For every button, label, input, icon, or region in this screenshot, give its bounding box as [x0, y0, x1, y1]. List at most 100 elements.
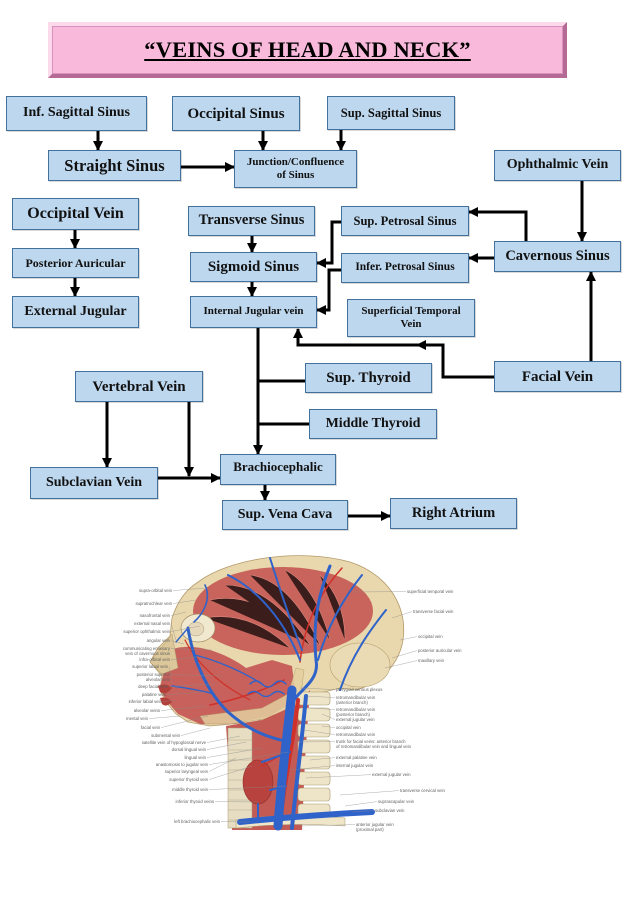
- illustration-label: middle thyroid vein: [172, 787, 208, 792]
- label-leader-line: [170, 656, 197, 660]
- illustration-label-line: anastomosis to jugular vein: [156, 762, 209, 767]
- label-leader-line: [180, 727, 211, 736]
- illustration-label: retromandibular vein(anterior branch): [336, 695, 376, 705]
- label-leader-line: [170, 625, 201, 632]
- label-leader-line: [208, 765, 253, 780]
- label-leader-line: [162, 699, 176, 702]
- node-label: Occipital Sinus: [187, 105, 285, 122]
- node-label: Cavernous Sinus: [505, 247, 610, 264]
- mastoid-region: [329, 642, 391, 688]
- illustration-label: retromandibular vein: [336, 732, 376, 737]
- illustration-label: anastomosis to jugular vein: [156, 762, 209, 767]
- node-sup-sagittal-sinus: Sup. Sagittal Sinus: [327, 96, 455, 130]
- node-label: Straight Sinus: [64, 155, 165, 175]
- illustration-label-line: external nasal vein: [134, 621, 170, 626]
- node-cavernous-sinus: Cavernous Sinus: [494, 241, 621, 272]
- node-label: Right Atrium: [411, 504, 496, 521]
- label-leader-line: [206, 741, 247, 750]
- label-leader-line: [351, 810, 375, 813]
- illustration-label: alveolar veins: [134, 708, 160, 713]
- illustration-label-line: lingual vein: [185, 755, 207, 760]
- illustration-label-line: of retromandibular vein and lingual vein: [336, 744, 412, 749]
- arrow-infer-petrosal-to-internal-jugular: [316, 268, 341, 315]
- label-leader-line: [303, 729, 336, 735]
- illustration-label-line: suprascapular vein: [378, 799, 415, 804]
- label-leader-line: [305, 774, 372, 779]
- illustration-label: superior laryngeal vein: [165, 769, 209, 774]
- illustration-label-line: posterior superior: [137, 672, 171, 677]
- illustration-label-line: (anterior branch): [336, 700, 368, 705]
- illustration-label: dorsal lingual vein: [172, 747, 207, 752]
- illustration-label: subclavian vein: [375, 808, 405, 813]
- node-infer-petrosal-sinus: Infer. Petrosal Sinus: [341, 253, 469, 283]
- thyroid-gland: [242, 759, 274, 805]
- illustration-label-line: deep facial vein: [138, 684, 168, 689]
- node-label: Sup. Vena Cava: [237, 506, 333, 522]
- label-leader-line: [384, 660, 418, 669]
- illustration-label: nasofrontal vein: [140, 613, 171, 618]
- node-vertebral-vein: Vertebral Vein: [75, 371, 203, 402]
- illustration-label-line: trunk for facial veins: anterior branch: [336, 739, 406, 744]
- label-leader-line: [170, 648, 213, 651]
- cervical-vertebrae: [297, 691, 331, 818]
- label-leader-line: [206, 735, 241, 743]
- node-label: Sup. Sagittal Sinus: [340, 105, 442, 120]
- label-leader-line: [391, 650, 418, 659]
- illustration-label: angular vein: [147, 638, 171, 643]
- flow-arrows: [70, 130, 596, 521]
- illustration-label-line: mental vein: [126, 716, 149, 721]
- facial-muscles: [160, 646, 296, 724]
- node-label-line-1: Junction/Confluence: [246, 155, 345, 168]
- illustration-label-line: inferior labial vein: [129, 699, 163, 704]
- node-label: External Jugular: [24, 303, 127, 319]
- node-straight-sinus: Straight Sinus: [48, 150, 181, 181]
- node-label: Subclavian Vein: [45, 474, 143, 490]
- label-leader-line: [206, 747, 263, 758]
- label-leader-line: [344, 801, 378, 807]
- illustration-label: superior ophthalmic vein: [123, 629, 170, 634]
- illustration-label: posterior auricular vein: [418, 648, 462, 653]
- label-leader-line: [170, 640, 185, 645]
- label-leader-line: [321, 725, 336, 728]
- label-leader-line: [309, 707, 336, 710]
- illustration-label: external nasal vein: [134, 621, 170, 626]
- illustration-label: mental vein: [126, 716, 149, 721]
- illustration-label: suprascapular vein: [378, 799, 415, 804]
- veins: [171, 557, 387, 831]
- illustration-label-line: alveolar veins: [134, 708, 160, 713]
- label-leader-line: [160, 705, 206, 711]
- illustration-label-line: supra-orbital vein: [139, 588, 173, 593]
- node-label: Internal Jugular vein: [203, 305, 304, 318]
- illustration-label-line: posterior auricular vein: [418, 648, 462, 653]
- illustration-label-line: (posterior branch): [336, 712, 370, 717]
- illustration-label-line: submental vein: [151, 733, 181, 738]
- illustration-label: superior thyroid vein: [169, 777, 208, 782]
- node-label: Occipital Vein: [27, 205, 124, 223]
- node-ophthalmic-vein: Ophthalmic Vein: [494, 150, 621, 181]
- label-leader-line: [168, 683, 216, 687]
- node-label-line-2: of Sinus: [276, 169, 315, 181]
- node-posterior-auricular: Posterior Auricular: [12, 248, 139, 278]
- arrow-sup-petrosal-to-sigmoid: [316, 220, 341, 268]
- illustration-label: pterygoid venous plexus: [336, 687, 382, 692]
- illustration-label: lingual vein: [185, 755, 207, 760]
- illustration-label-line: transverse facial vein: [413, 609, 454, 614]
- node-middle-thyroid: Middle Thyroid: [309, 409, 437, 439]
- illustration-label-line: retromandibular vein: [336, 695, 376, 700]
- node-sup-thyroid: Sup. Thyroid: [305, 363, 432, 393]
- illustration-label-line: occipital vein: [336, 725, 361, 730]
- illustration-label: supratrochlear vein: [135, 601, 172, 606]
- mandible: [199, 667, 305, 725]
- arrowhead-superficial-temporal-junction: [416, 340, 426, 350]
- node-external-jugular: External Jugular: [12, 296, 139, 328]
- illustration-label-line: superior ophthalmic vein: [123, 629, 170, 634]
- node-transverse-sinus: Transverse Sinus: [188, 206, 315, 236]
- illustration-label: external palatine vein: [336, 755, 377, 760]
- illustration-label-line: angular vein: [147, 638, 171, 643]
- illustration-label-line: infra-orbital vein: [139, 657, 170, 662]
- illustration-label: external jugular vein: [336, 717, 375, 722]
- illustration-label-line: superior labial vein: [132, 664, 168, 669]
- illustration-label-line: maxillary vein: [418, 658, 445, 663]
